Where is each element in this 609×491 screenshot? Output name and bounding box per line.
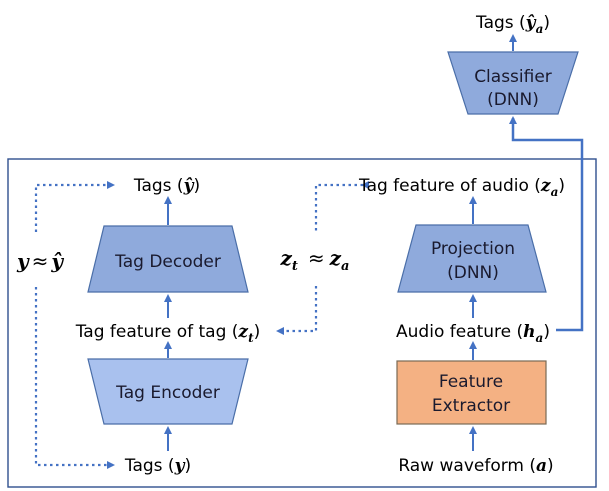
classifier-label-1: Classifier — [474, 67, 552, 87]
raw-waveform-label: Raw waveform (a) — [398, 456, 553, 476]
feature-extractor-node — [396, 360, 547, 425]
dotted-y-to-yhat-bottom — [34, 287, 115, 469]
tags-yhat-label: Tags (ŷ) — [133, 176, 200, 196]
tag-encoder-label: Tag Encoder — [115, 383, 220, 403]
system-frame — [7, 158, 597, 488]
arrow-audio-feature-to-classifier — [509, 116, 584, 332]
tag-feature-of-tag-label: Tag feature of tag (zt) — [75, 322, 261, 345]
projection-label-2: (DNN) — [447, 263, 499, 283]
tag-decoder-label: Tag Decoder — [114, 252, 221, 272]
tags-ya-label: Tags (ŷa) — [475, 13, 550, 36]
tag-decoder-node — [87, 225, 249, 293]
extractor-label-1: Feature — [439, 372, 503, 392]
zt-approx-za: zt≈za — [280, 246, 350, 274]
y-approx-yhat: y≈ŷ — [16, 249, 64, 273]
classifier-label-2: (DNN) — [487, 90, 539, 110]
audio-feature-label: Audio feature (ha) — [396, 322, 550, 345]
projection-node — [397, 224, 547, 293]
tag-encoder-node — [87, 358, 249, 425]
dotted-y-to-yhat-top — [34, 181, 115, 232]
tags-y-label: Tags (y) — [124, 456, 191, 476]
classifier-node — [447, 51, 579, 115]
tag-feature-of-audio-label: Tag feature of audio (za) — [358, 176, 565, 199]
dotted-za-to-zt-bottom — [276, 286, 318, 335]
extractor-label-2: Extractor — [432, 396, 510, 416]
dotted-za-to-zt-top — [314, 181, 369, 232]
projection-label-1: Projection — [431, 239, 515, 259]
